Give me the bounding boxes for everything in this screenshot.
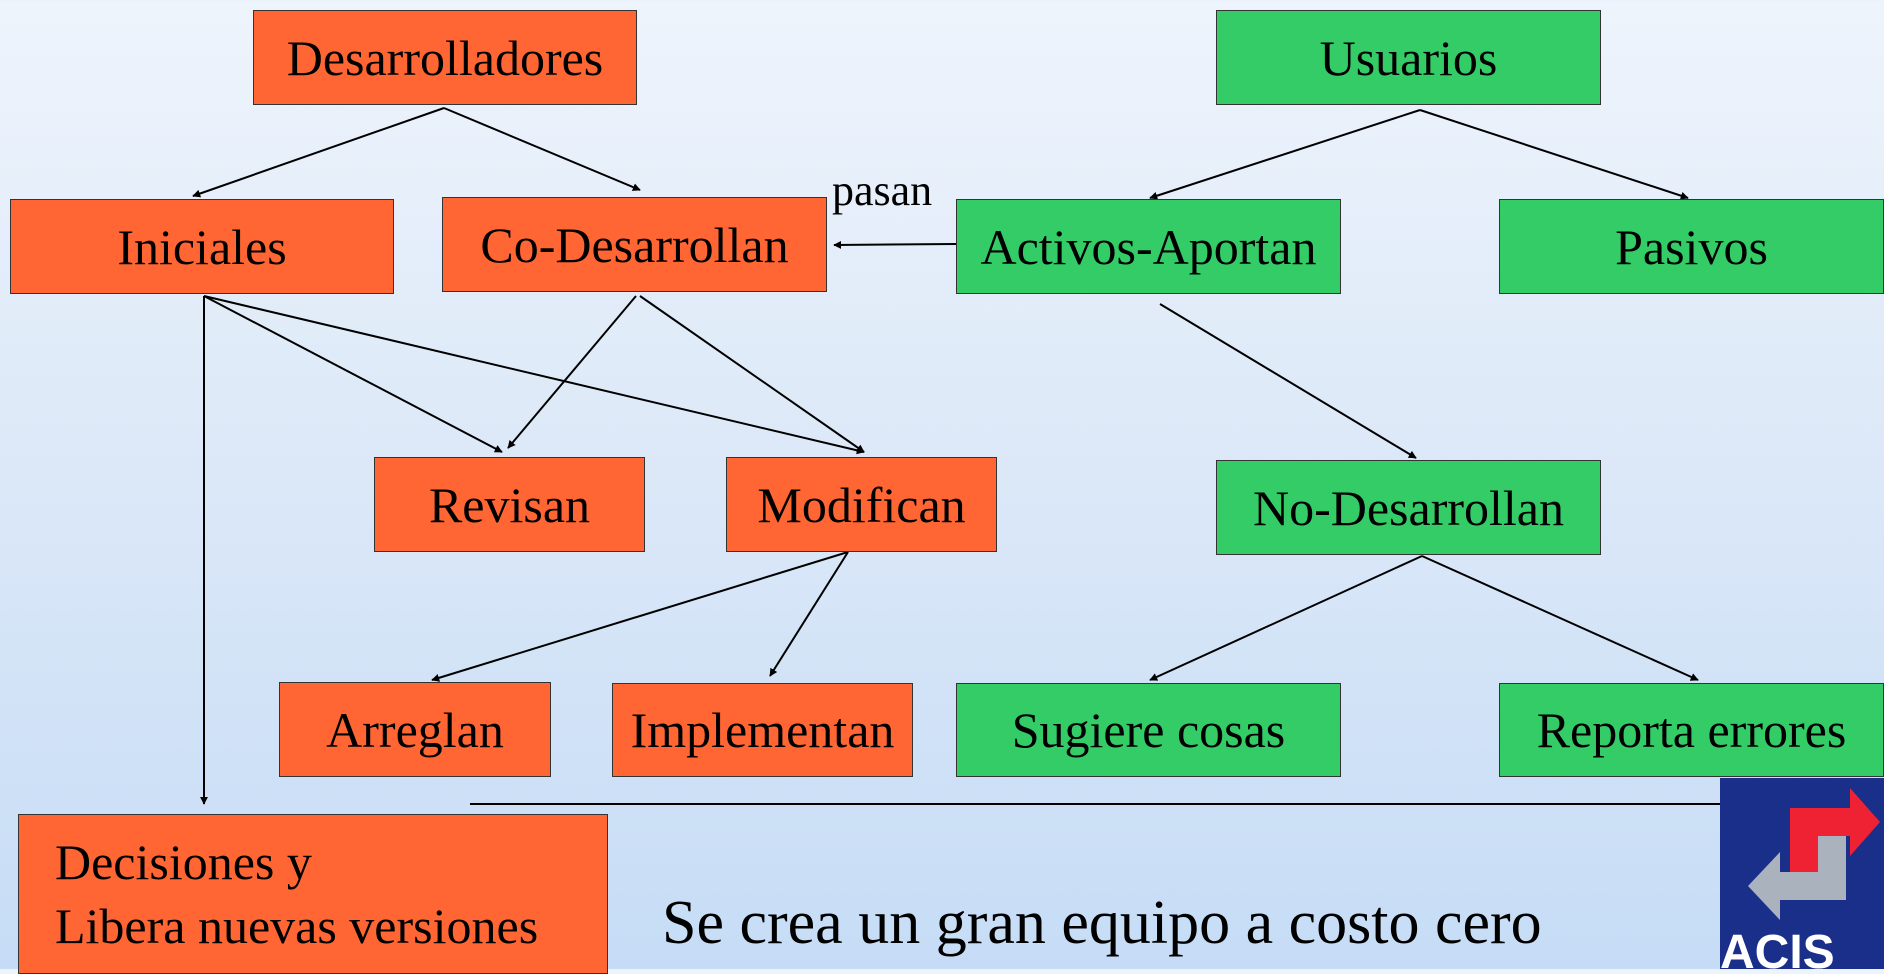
arrow-modifican-implementan <box>769 551 849 677</box>
node-desarrolladores: Desarrolladores <box>253 10 637 105</box>
node-reporta-errores: Reporta errores <box>1499 683 1884 777</box>
node-revisan: Revisan <box>374 457 645 552</box>
arrow-activos-codesarrollan <box>833 240 957 249</box>
arrow-iniciales-modifican <box>203 295 865 455</box>
arrow-iniciales-revisan <box>203 295 503 453</box>
arrow-codesarrollan-revisan <box>507 295 637 449</box>
arrow-nodesarrollan-sugiere <box>1149 555 1423 681</box>
node-pasivos: Pasivos <box>1499 199 1884 294</box>
node-activos-aportan: Activos-Aportan <box>956 199 1341 294</box>
arrow-desarrolladores-iniciales <box>192 107 445 198</box>
decisiones-line-2: Libera nuevas versiones <box>55 898 539 954</box>
node-sugiere-cosas: Sugiere cosas <box>956 683 1341 777</box>
acis-logo-text: ACIS <box>1720 926 1835 969</box>
node-usuarios: Usuarios <box>1216 10 1601 105</box>
slide-caption: Se crea un gran equipo a costo cero <box>662 889 1542 957</box>
arrow-usuarios-pasivos <box>1419 109 1689 200</box>
arrow-usuarios-activos <box>1149 109 1421 200</box>
edge-label-pasan: pasan <box>832 166 933 215</box>
arrow-modifican-arreglan <box>431 551 849 682</box>
arrow-codesarrollan-modifican <box>639 295 865 453</box>
acis-logo-icon: ACIS <box>1720 778 1884 969</box>
node-arreglan: Arreglan <box>279 682 551 777</box>
node-implementan: Implementan <box>612 683 913 777</box>
arrow-activos-nodesarrollan <box>1159 303 1417 459</box>
node-modifican: Modifican <box>726 457 997 552</box>
node-co-desarrollan: Co-Desarrollan <box>442 197 827 292</box>
node-decisiones: Decisiones y Libera nuevas versiones <box>18 814 608 974</box>
node-iniciales: Iniciales <box>10 199 394 294</box>
arrow-nodesarrollan-reporta <box>1421 555 1699 681</box>
decisiones-line-1: Decisiones y <box>55 834 312 890</box>
arrow-desarrolladores-codesarrollan <box>443 107 641 191</box>
acis-logo: ACIS <box>1720 778 1884 969</box>
node-no-desarrollan: No-Desarrollan <box>1216 460 1601 555</box>
